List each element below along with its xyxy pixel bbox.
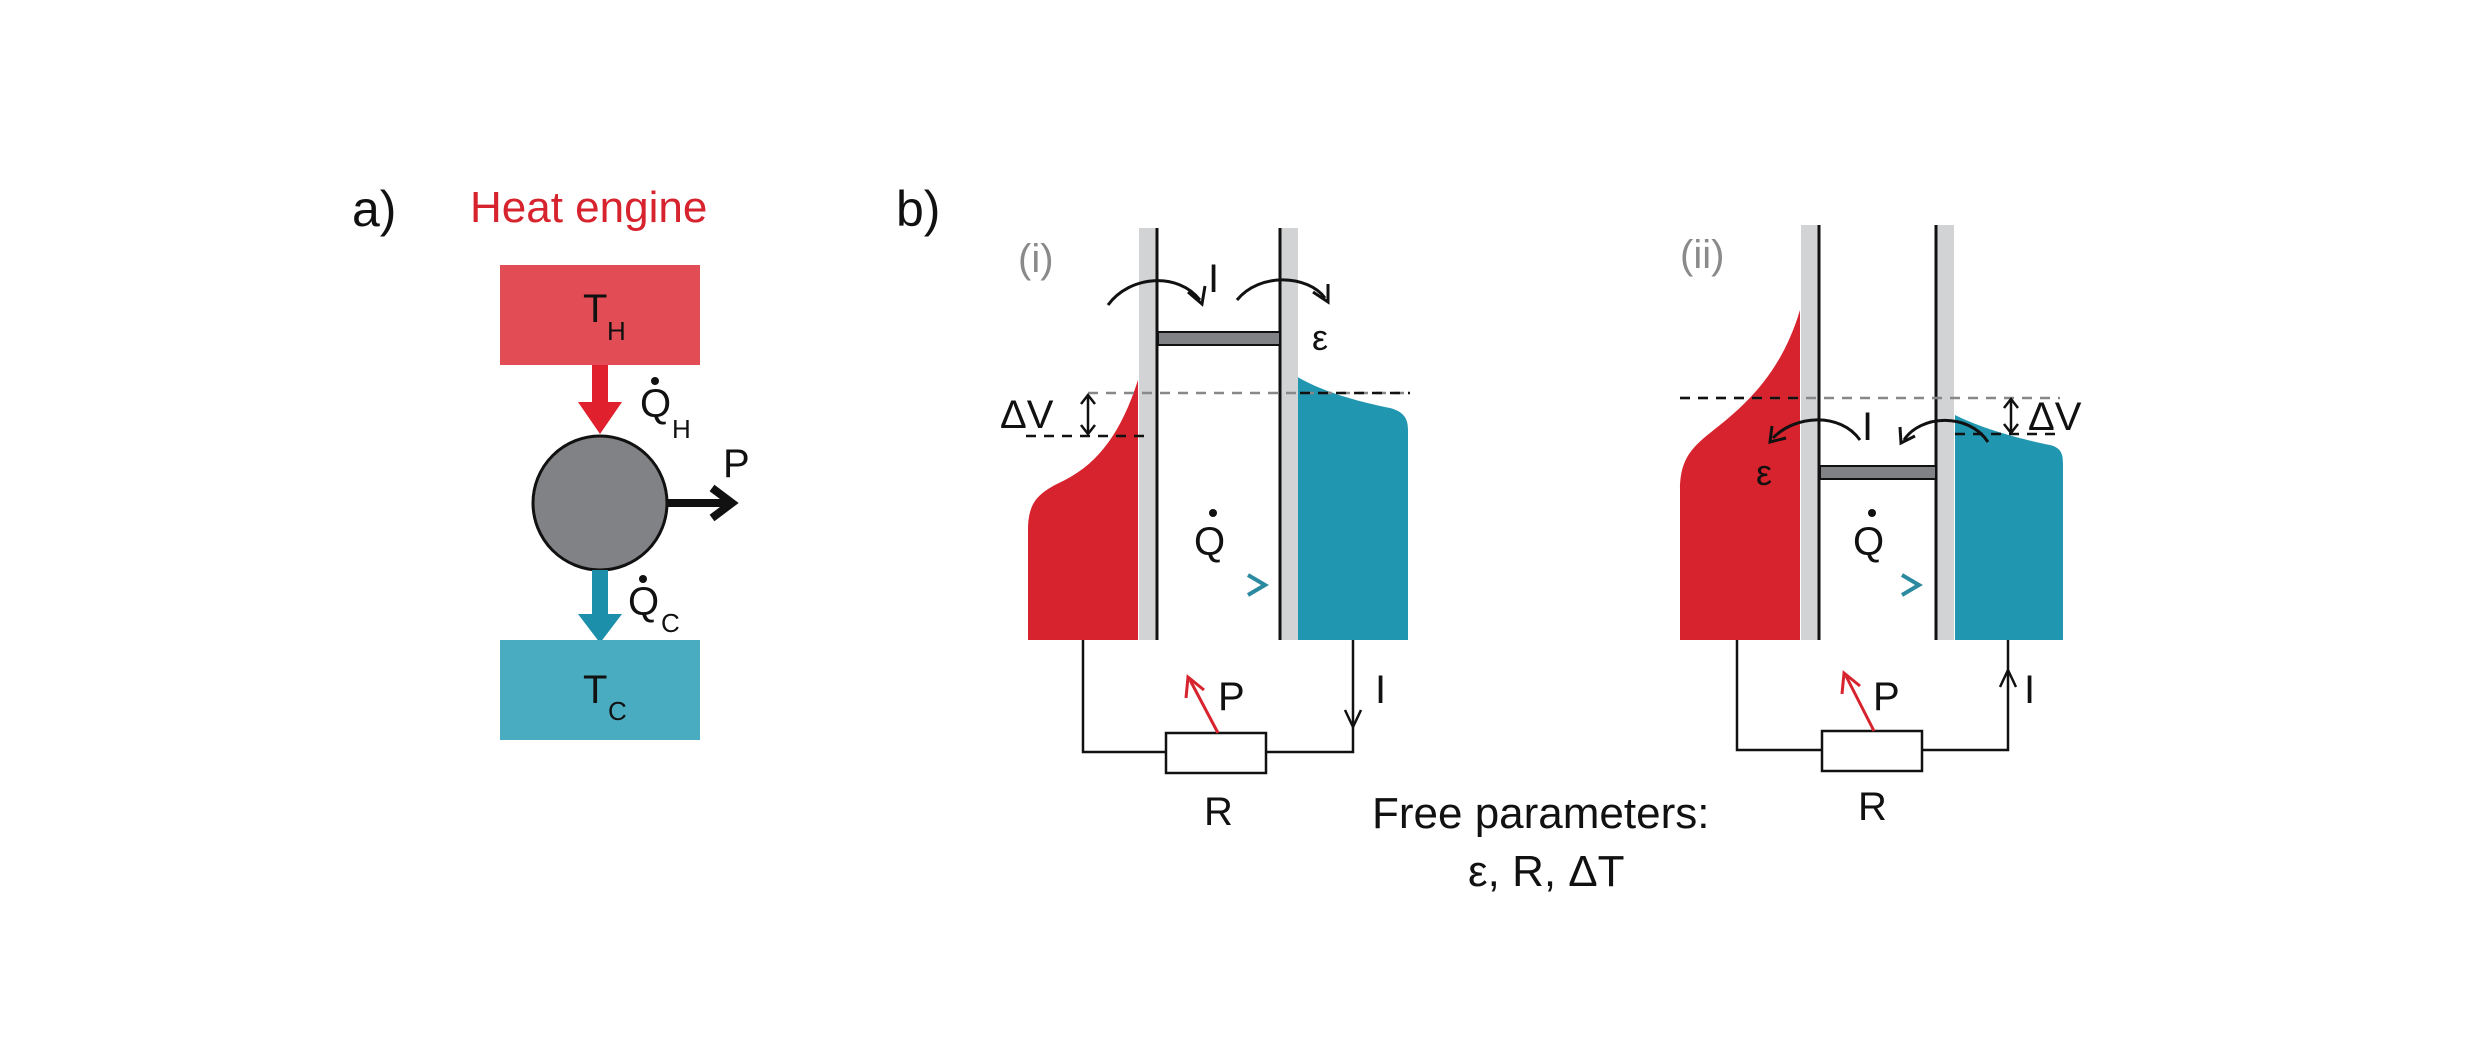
resistor — [1164, 731, 1268, 775]
circuit-left-wire — [1081, 640, 1166, 754]
heat-flow-head — [1246, 573, 1269, 597]
engine-circle — [531, 434, 669, 572]
left-barrier — [1801, 225, 1819, 640]
resistor-label: R — [1858, 785, 1887, 829]
current-top-label: I — [1208, 257, 1219, 301]
circuit-current-label: I — [2024, 668, 2035, 712]
hot-reservoir-label: T — [583, 287, 607, 331]
power-out-label: P — [1218, 675, 1245, 719]
heat-in-dot — [651, 377, 659, 385]
panel-a-label: a) — [352, 181, 396, 237]
heat-in-sub: H — [672, 414, 691, 444]
circuit-right-wire — [1922, 640, 2010, 752]
left-barrier — [1139, 228, 1157, 640]
power-arrow — [667, 484, 739, 522]
circuit-left-wire — [1735, 640, 1822, 752]
case-ii-label: (ii) — [1680, 233, 1724, 277]
bias-arrow — [1080, 392, 1096, 437]
cold-lead-fill — [1296, 376, 1408, 640]
bias-arrow — [2003, 396, 2019, 436]
circuit-current-arrow — [1343, 709, 1363, 730]
hot-lead-fill — [1028, 380, 1138, 640]
resistor — [1820, 729, 1924, 773]
bias-label: ΔV — [2028, 395, 2082, 439]
power-label: P — [723, 442, 750, 486]
bias-label: ΔV — [1000, 393, 1054, 437]
circuit-current-label: I — [1375, 668, 1386, 712]
heat-in-label: Q — [640, 382, 671, 426]
circuit-current-arrow — [1998, 667, 2018, 688]
cold-reservoir — [500, 640, 700, 740]
tunnel-arrows — [1106, 278, 1330, 307]
circuit-right-wire — [1266, 640, 1355, 754]
power-out-arrow — [1840, 670, 1876, 732]
heat-in-arrow — [578, 365, 622, 434]
heat-dot — [1868, 509, 1876, 517]
heat-label: Q — [1853, 520, 1884, 564]
power-out-arrow — [1184, 674, 1220, 734]
hot-reservoir-sub: H — [607, 316, 626, 346]
heat-out-arrow — [578, 570, 622, 643]
heat-out-dot — [639, 575, 647, 583]
cold-reservoir-label: T — [583, 668, 607, 712]
right-barrier — [1280, 228, 1298, 640]
cold-lead-fill — [1955, 415, 2063, 640]
heat-dot — [1209, 509, 1217, 517]
level-label: ε — [1312, 317, 1328, 358]
free-parameters-title: Free parameters: — [1372, 789, 1709, 838]
panel-a: a) Heat engine T H Q H P Q C T C — [352, 181, 750, 740]
hot-reservoir — [500, 265, 700, 365]
heat-flow-head — [1900, 573, 1923, 597]
energy-level — [1157, 331, 1281, 346]
heat-out-label: Q — [628, 580, 659, 624]
case-ii-diagram: (ii) ΔV I ε Q — [1680, 225, 2082, 829]
power-out-label: P — [1873, 675, 1900, 719]
energy-level — [1819, 465, 1937, 480]
heat-out-sub: C — [661, 608, 680, 638]
heat-engine-title: Heat engine — [470, 183, 707, 232]
tunnel-arrows — [1768, 418, 1990, 446]
level-label: ε — [1756, 452, 1772, 493]
case-i-diagram: (i) ΔV I ε Q — [1000, 228, 1410, 834]
free-parameters-list: ε, R, ΔT — [1468, 847, 1625, 896]
heat-label: Q — [1194, 520, 1225, 564]
hot-lead-fill — [1680, 310, 1800, 640]
case-i-label: (i) — [1018, 237, 1054, 281]
current-top-label: I — [1862, 405, 1873, 449]
panel-b-label: b) — [896, 181, 940, 237]
resistor-label: R — [1204, 790, 1233, 834]
cold-reservoir-sub: C — [608, 696, 627, 726]
right-barrier — [1936, 225, 1954, 640]
